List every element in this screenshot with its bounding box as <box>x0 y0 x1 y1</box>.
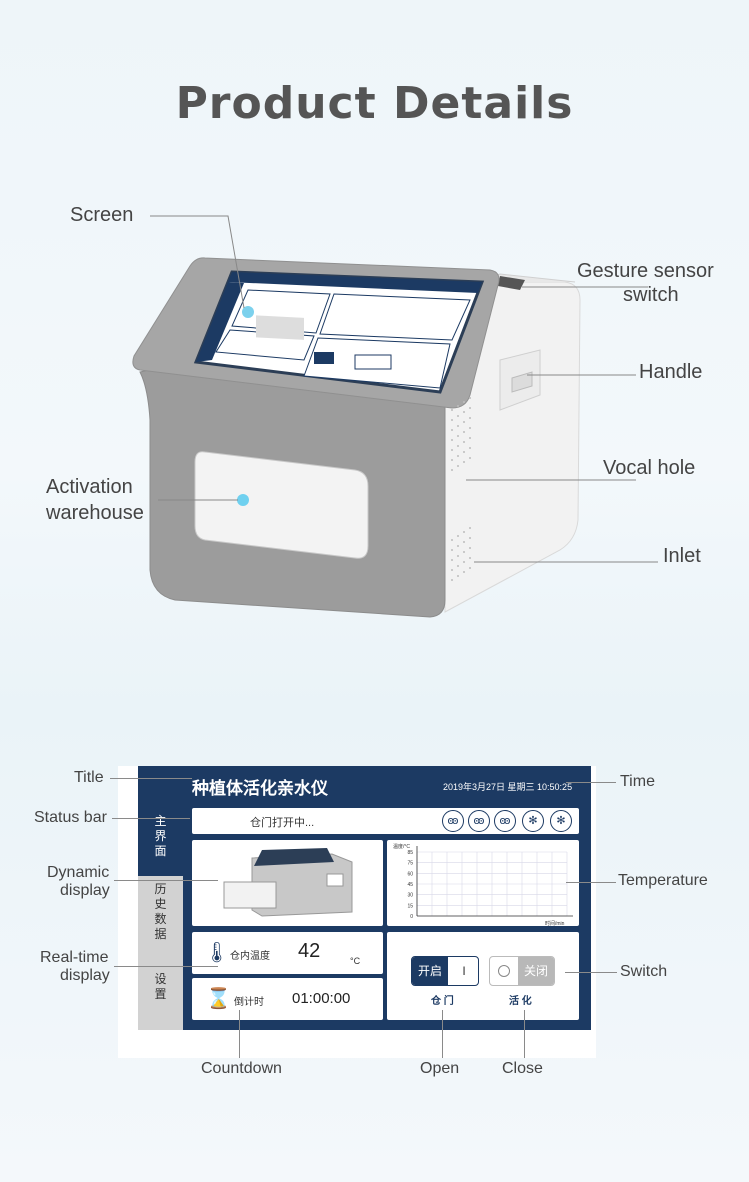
y-tick-label: 75 <box>407 861 413 867</box>
countdown-value: 01:00:00 <box>292 990 351 1007</box>
label-dynamic-1: Dynamic <box>47 864 110 881</box>
door-label: 仓 门 <box>431 996 454 1007</box>
callout-gesture-2: switch <box>623 284 679 306</box>
callout-gesture-1: Gesture sensor <box>577 260 714 282</box>
temp-unit: °C <box>350 956 361 966</box>
temperature-chart: 85 75 60 45 30 15 0 温度/°C 时间/min <box>387 840 579 927</box>
sidebar-item-settings[interactable]: 设 置 <box>138 958 183 1030</box>
label-close: Close <box>502 1060 543 1077</box>
temperature-chart-svg: 85 75 60 45 30 15 0 温度/°C 时间/min <box>393 843 573 927</box>
panel-datetime: 2019年3月27日 星期三 10:50:25 <box>443 782 573 792</box>
countdown-label: 倒计时 <box>234 997 264 1008</box>
y-tick-label: 85 <box>407 850 413 856</box>
label-switch: Switch <box>620 963 668 980</box>
bulb-icon[interactable]: ꙭ <box>442 810 464 832</box>
label-temperature: Temperature <box>618 872 708 889</box>
sidebar-item-history[interactable]: 历 史 数 据 <box>138 876 183 958</box>
device-illustration <box>132 215 658 618</box>
callout-handle: Handle <box>639 361 703 383</box>
bulb-icon[interactable]: ꙭ <box>468 810 490 832</box>
temp-value: 42 <box>298 940 321 962</box>
bulb-icon[interactable]: ꙭ <box>494 810 516 832</box>
thermometer-icon: 🌡 <box>204 942 230 964</box>
device-thumbnail <box>223 848 353 917</box>
y-tick-label: 45 <box>407 882 413 888</box>
callout-vocal-hole: Vocal hole <box>603 457 696 479</box>
hourglass-icon: ⌛ <box>206 988 231 1010</box>
temp-label: 仓内温度 <box>230 951 270 962</box>
callout-inlet: Inlet <box>663 545 701 567</box>
y-tick-label: 30 <box>407 893 413 899</box>
switch-box: 开启 I 关闭 仓 门 活 化 <box>387 932 579 1020</box>
callout-activation-1: Activation <box>46 476 133 498</box>
y-tick-label: 15 <box>407 903 413 909</box>
callout-screen: Screen <box>70 204 134 226</box>
activate-label: 活 化 <box>509 996 532 1007</box>
door-toggle[interactable]: 开启 I <box>411 956 479 986</box>
page-heading: Product Details <box>175 78 574 129</box>
off-circle-icon <box>498 965 510 977</box>
label-status-bar: Status bar <box>34 809 107 826</box>
countdown-box: ⌛ 倒计时 01:00:00 <box>192 978 383 1020</box>
label-realtime-2: display <box>60 967 110 984</box>
open-state: I <box>462 964 466 978</box>
fan-icon[interactable]: ✻ <box>522 810 544 832</box>
dynamic-display <box>192 840 383 926</box>
y-tick-label: 60 <box>407 871 413 877</box>
y-tick-label: 0 <box>410 914 413 920</box>
label-time: Time <box>620 773 655 790</box>
panel-sidebar: 主 界 面 历 史 数 据 设 置 <box>138 798 183 1030</box>
callout-activation-2: warehouse <box>46 502 144 524</box>
open-label: 开启 <box>412 957 448 985</box>
close-label: 关闭 <box>518 957 554 985</box>
status-bar: 仓门打开中... ꙭ ꙭ ꙭ ✻ ✻ <box>192 808 579 834</box>
fan-icon[interactable]: ✻ <box>550 810 572 832</box>
panel-title: 种植体活化亲水仪 <box>192 779 328 798</box>
label-countdown: Countdown <box>201 1060 282 1077</box>
status-text: 仓门打开中... <box>250 817 315 829</box>
activation-toggle[interactable]: 关闭 <box>489 956 555 986</box>
label-realtime-1: Real-time <box>40 949 109 966</box>
sidebar-item-main[interactable]: 主 界 面 <box>138 808 183 876</box>
x-axis-label: 时间/min <box>545 920 565 926</box>
label-dynamic-2: display <box>60 882 110 899</box>
y-axis-label: 温度/°C <box>393 843 410 850</box>
label-open: Open <box>420 1060 460 1077</box>
temperature-box: 🌡 仓内温度 42 °C <box>192 932 383 974</box>
label-title: Title <box>74 769 104 786</box>
